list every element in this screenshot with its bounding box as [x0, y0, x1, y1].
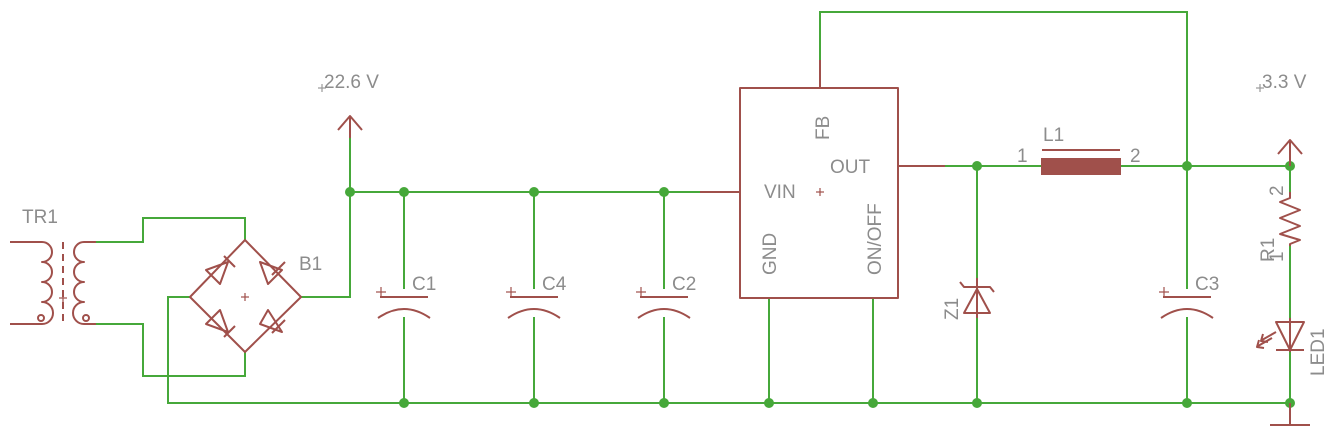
junction	[1182, 161, 1192, 171]
junction	[399, 187, 409, 197]
junction	[529, 398, 539, 408]
light-emission-icon	[1256, 331, 1277, 349]
wire-fb	[819, 11, 1188, 167]
supply-3v3: 3.3 V	[1256, 72, 1307, 166]
capacitor-c4: C4	[506, 274, 567, 319]
r1-label: R1	[1258, 238, 1279, 262]
regulator-ic: VIN OUT FB GND ON/OFF	[700, 60, 945, 299]
diode-icon	[259, 309, 286, 334]
l1-pin2-label: 2	[1130, 146, 1141, 167]
resistor-r1: R1 2 1	[1258, 185, 1301, 262]
wire-bridge-minus	[167, 296, 191, 404]
bridge-rectifier-b1: B1	[189, 239, 322, 353]
r1-pin2-label: 2	[1267, 185, 1288, 196]
c3-label: C3	[1195, 274, 1219, 295]
pin-fb-label: FB	[813, 116, 834, 140]
ground-icon	[1270, 403, 1310, 426]
regulator-body	[739, 87, 899, 299]
bridge-outline	[189, 239, 302, 353]
junction	[972, 161, 982, 171]
diode-icon	[205, 255, 236, 285]
wires	[95, 11, 1291, 404]
junction	[659, 398, 669, 408]
inductor-body	[1041, 158, 1121, 175]
pin-onoff-label: ON/OFF	[865, 203, 886, 275]
capacitor-c3: C3	[1159, 274, 1219, 319]
led-led1: LED1	[1256, 318, 1329, 376]
primary-coil	[41, 241, 54, 325]
l1-pin1-label: 1	[1017, 146, 1028, 167]
pin-vin-label: VIN	[764, 182, 796, 203]
transformer-tr1: TR1	[10, 207, 96, 325]
junction	[972, 398, 982, 408]
diode-icon	[205, 309, 236, 338]
pin-gnd-label: GND	[760, 233, 781, 275]
c2-label: C2	[672, 274, 696, 295]
led1-label: LED1	[1308, 328, 1329, 376]
supply-22v6: 22.6 V	[318, 72, 379, 138]
junction	[764, 398, 774, 408]
pin-out-label: OUT	[830, 157, 871, 178]
r1-pin1-label: 1	[1267, 251, 1288, 262]
junction	[529, 187, 539, 197]
tr1-label: TR1	[22, 207, 58, 228]
b1-label: B1	[299, 254, 322, 275]
junction	[1182, 398, 1192, 408]
c4-label: C4	[542, 274, 567, 295]
inductor-l1: L1 1 2	[1017, 125, 1141, 175]
l1-label: L1	[1043, 125, 1064, 146]
junction	[868, 398, 878, 408]
c1-label: C1	[412, 274, 436, 295]
junction	[399, 398, 409, 408]
vout-supply-label: 3.3 V	[1262, 72, 1307, 93]
wire-tr-bottom	[95, 323, 246, 377]
capacitor-c1: C1	[376, 274, 436, 319]
zener-diode-z1: Z1	[942, 278, 995, 320]
wire-tr-top	[95, 217, 246, 243]
junctions	[345, 161, 1295, 408]
capacitor-c2: C2	[636, 274, 696, 319]
junction	[659, 187, 669, 197]
junction	[345, 187, 355, 197]
z1-label: Z1	[942, 298, 963, 320]
diode-icon	[259, 261, 286, 285]
secondary-coil	[72, 241, 85, 325]
vin-supply-label: 22.6 V	[324, 72, 379, 93]
